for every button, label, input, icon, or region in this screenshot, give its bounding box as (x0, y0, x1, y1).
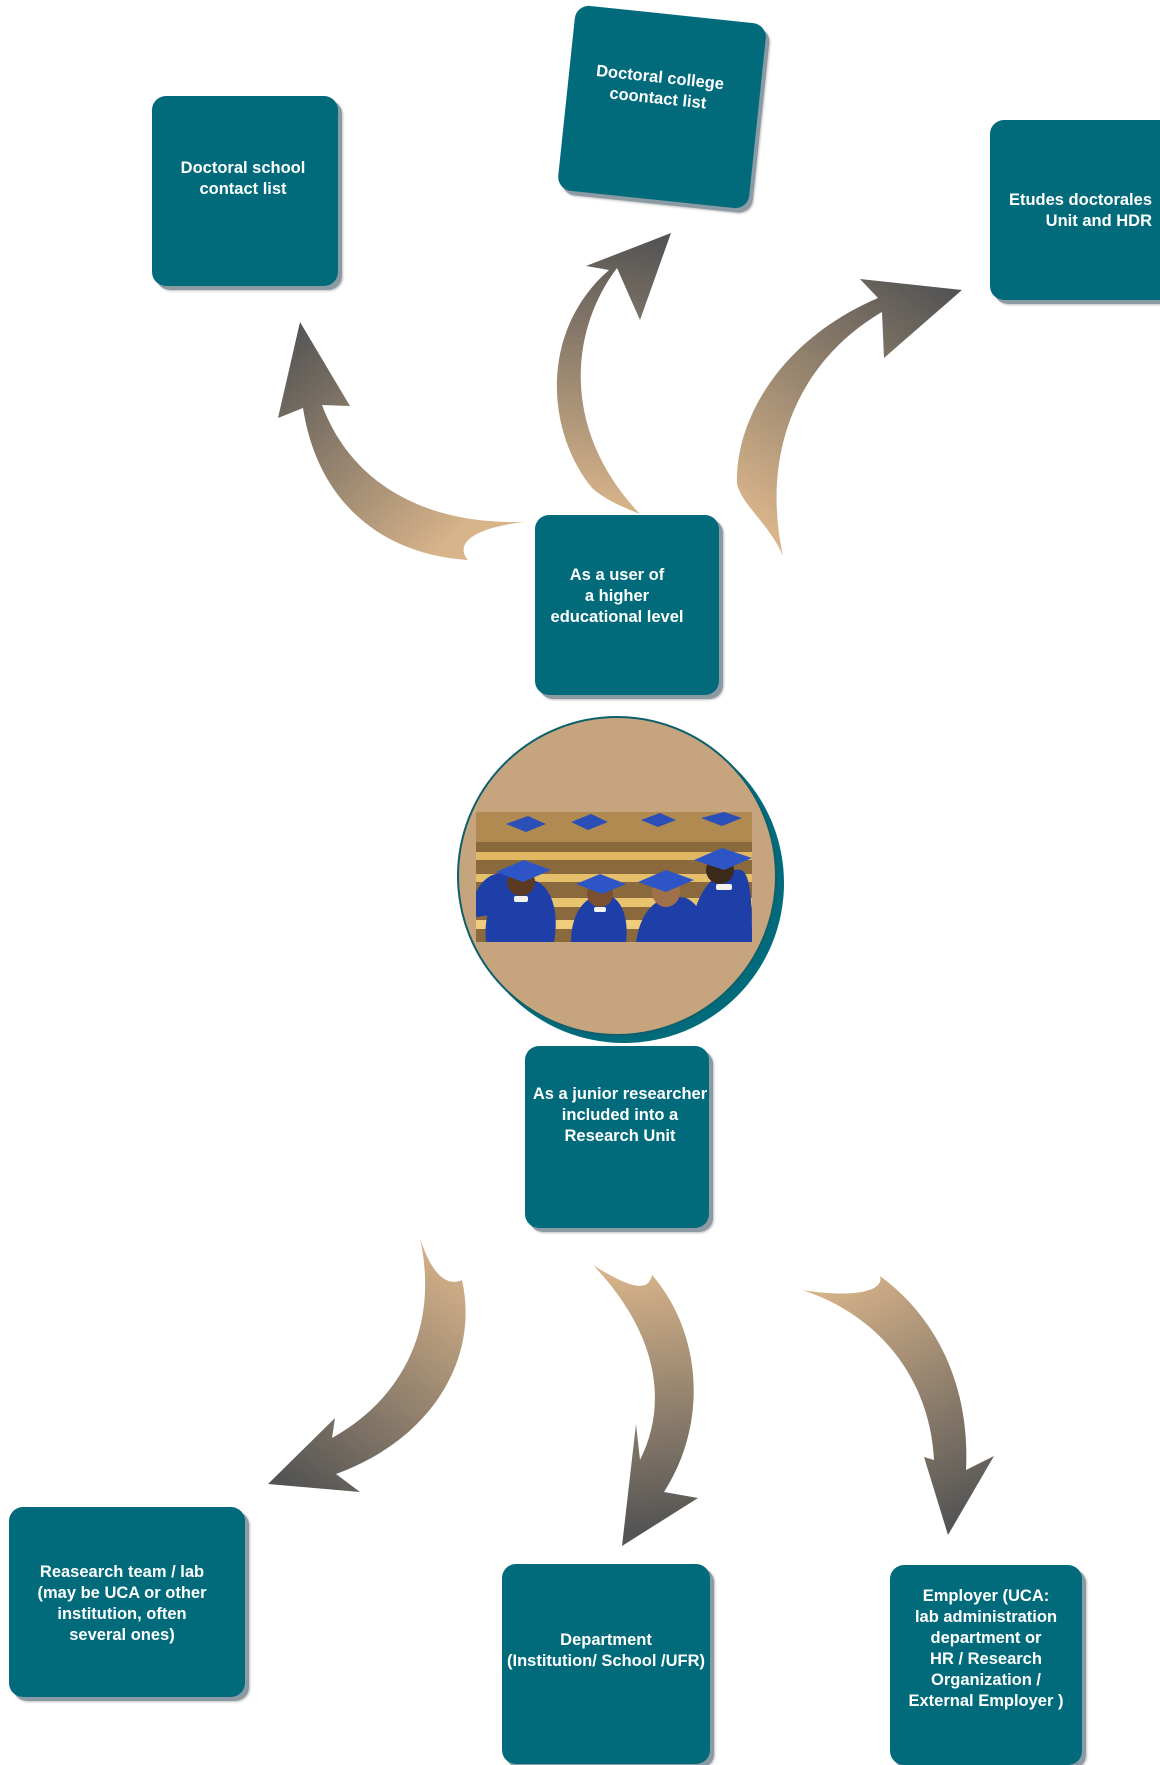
node-doctoral-school-label: Doctoral school contact list (180, 159, 306, 198)
node-junior-researcher[interactable]: As a junior researcher included into a R… (525, 1046, 709, 1228)
node-research-team-label: Reasearch team / lab (may be UCA or othe… (37, 1563, 207, 1644)
node-user-higher-level[interactable]: As a user of a higher educational level (535, 515, 719, 695)
node-etudes-doctorales-label: Etudes doctorales Unit and HDR (1008, 191, 1152, 230)
node-doctoral-college[interactable]: Doctoral college coontact list (556, 4, 768, 210)
graduates-photo (476, 812, 752, 942)
node-user-higher-level-label: As a user of a higher educational level (550, 566, 684, 626)
node-department-label: Department (Institution/ School /UFR) (507, 1631, 705, 1670)
node-junior-researcher-label: As a junior researcher included into a R… (532, 1085, 708, 1145)
arrow-to-department (593, 1265, 698, 1546)
node-etudes-doctorales[interactable]: Etudes doctorales Unit and HDR (990, 120, 1160, 300)
node-doctoral-school[interactable]: Doctoral school contact list (152, 96, 338, 286)
node-employer[interactable]: Employer (UCA: lab administration depart… (890, 1565, 1082, 1765)
node-department[interactable]: Department (Institution/ School /UFR) (502, 1564, 710, 1764)
node-research-team[interactable]: Reasearch team / lab (may be UCA or othe… (9, 1507, 245, 1697)
node-doctoral-college-label: Doctoral college coontact list (595, 61, 725, 113)
arrow-to-doctoral-school (278, 322, 525, 560)
arrow-to-research-team (268, 1238, 466, 1492)
arrow-to-etudes-doctorales (736, 279, 962, 556)
arrow-to-doctoral-college (556, 233, 671, 514)
node-employer-label: Employer (UCA: lab administration depart… (908, 1587, 1064, 1710)
arrow-to-employer (802, 1276, 994, 1535)
